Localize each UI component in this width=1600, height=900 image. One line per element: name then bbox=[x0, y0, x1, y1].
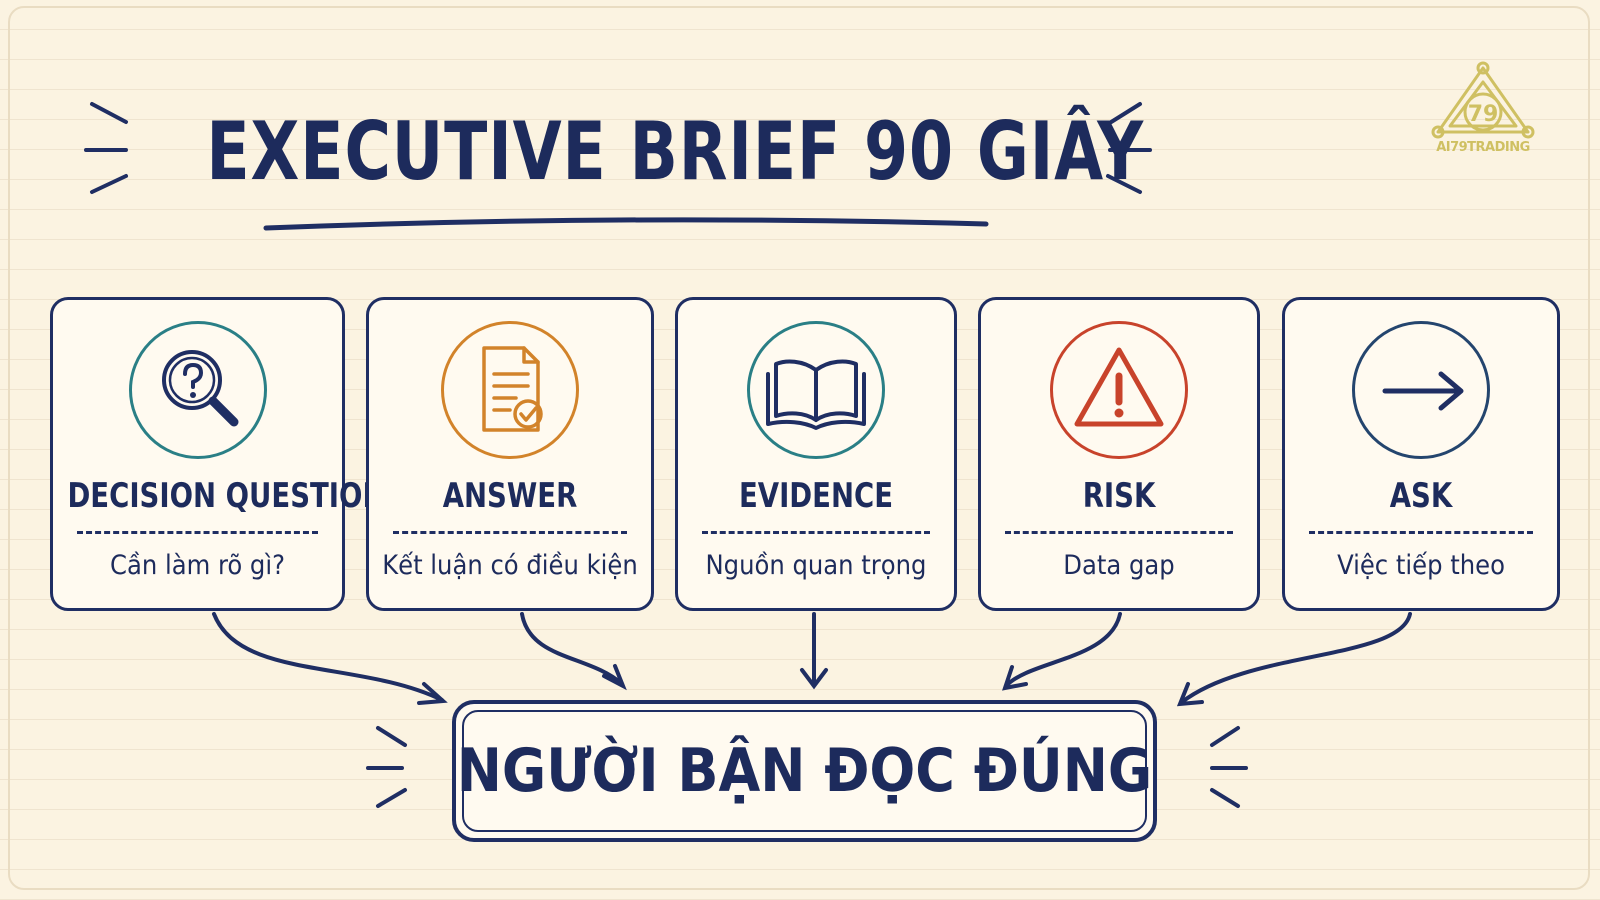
card-divider bbox=[393, 531, 627, 534]
icon-circle bbox=[1352, 321, 1490, 459]
open-book-icon bbox=[766, 359, 866, 430]
result-box-inner-border bbox=[462, 710, 1147, 832]
card-decision-question: DECISION QUESTION Cần làm rõ gì? bbox=[50, 297, 386, 611]
magnifier-question-icon bbox=[161, 350, 238, 427]
card-evidence: EVIDENCE Nguồn quan trọng bbox=[675, 297, 957, 611]
card-divider bbox=[77, 531, 318, 534]
card-divider bbox=[1309, 531, 1533, 534]
result-text: NGƯỜI BẬN ĐỌC ĐÚNG bbox=[456, 736, 1153, 806]
card-subtitle: Cần làm rõ gì? bbox=[110, 550, 285, 581]
logo-text: AI79TRADING bbox=[1436, 140, 1530, 155]
icon-circle bbox=[747, 321, 885, 459]
card-risk: RISK Data gap bbox=[978, 297, 1260, 611]
page-frame bbox=[8, 6, 1590, 890]
card-subtitle: Việc tiếp theo bbox=[1337, 550, 1505, 581]
icon-circle bbox=[441, 321, 579, 459]
arrow-right-icon bbox=[1382, 371, 1464, 411]
card-subtitle: Data gap bbox=[1063, 550, 1175, 581]
document-check-icon bbox=[482, 346, 543, 432]
card-answer: ANSWER Kết luận có điều kiện bbox=[366, 297, 654, 611]
icon-circle bbox=[128, 321, 267, 459]
warning-icon bbox=[1074, 347, 1164, 427]
page-title: EXECUTIVE BRIEF 90 GIÂY bbox=[206, 105, 1145, 198]
card-title: ASK bbox=[1389, 476, 1453, 516]
card-ask: ASK Việc tiếp theo bbox=[1282, 297, 1560, 611]
card-title: ANSWER bbox=[442, 476, 578, 516]
result-box bbox=[452, 700, 1157, 842]
card-title: DECISION QUESTION bbox=[67, 476, 386, 516]
card-title: EVIDENCE bbox=[738, 476, 894, 516]
card-divider bbox=[702, 531, 930, 534]
card-subtitle: Nguồn quan trọng bbox=[705, 550, 927, 581]
brand-logo-icon: 79 bbox=[1431, 61, 1535, 139]
logo-mark: 79 bbox=[1468, 102, 1499, 127]
icon-circle bbox=[1050, 321, 1188, 459]
card-title: RISK bbox=[1082, 476, 1156, 516]
card-subtitle: Kết luận có điều kiện bbox=[382, 550, 638, 581]
card-divider bbox=[1005, 531, 1233, 534]
